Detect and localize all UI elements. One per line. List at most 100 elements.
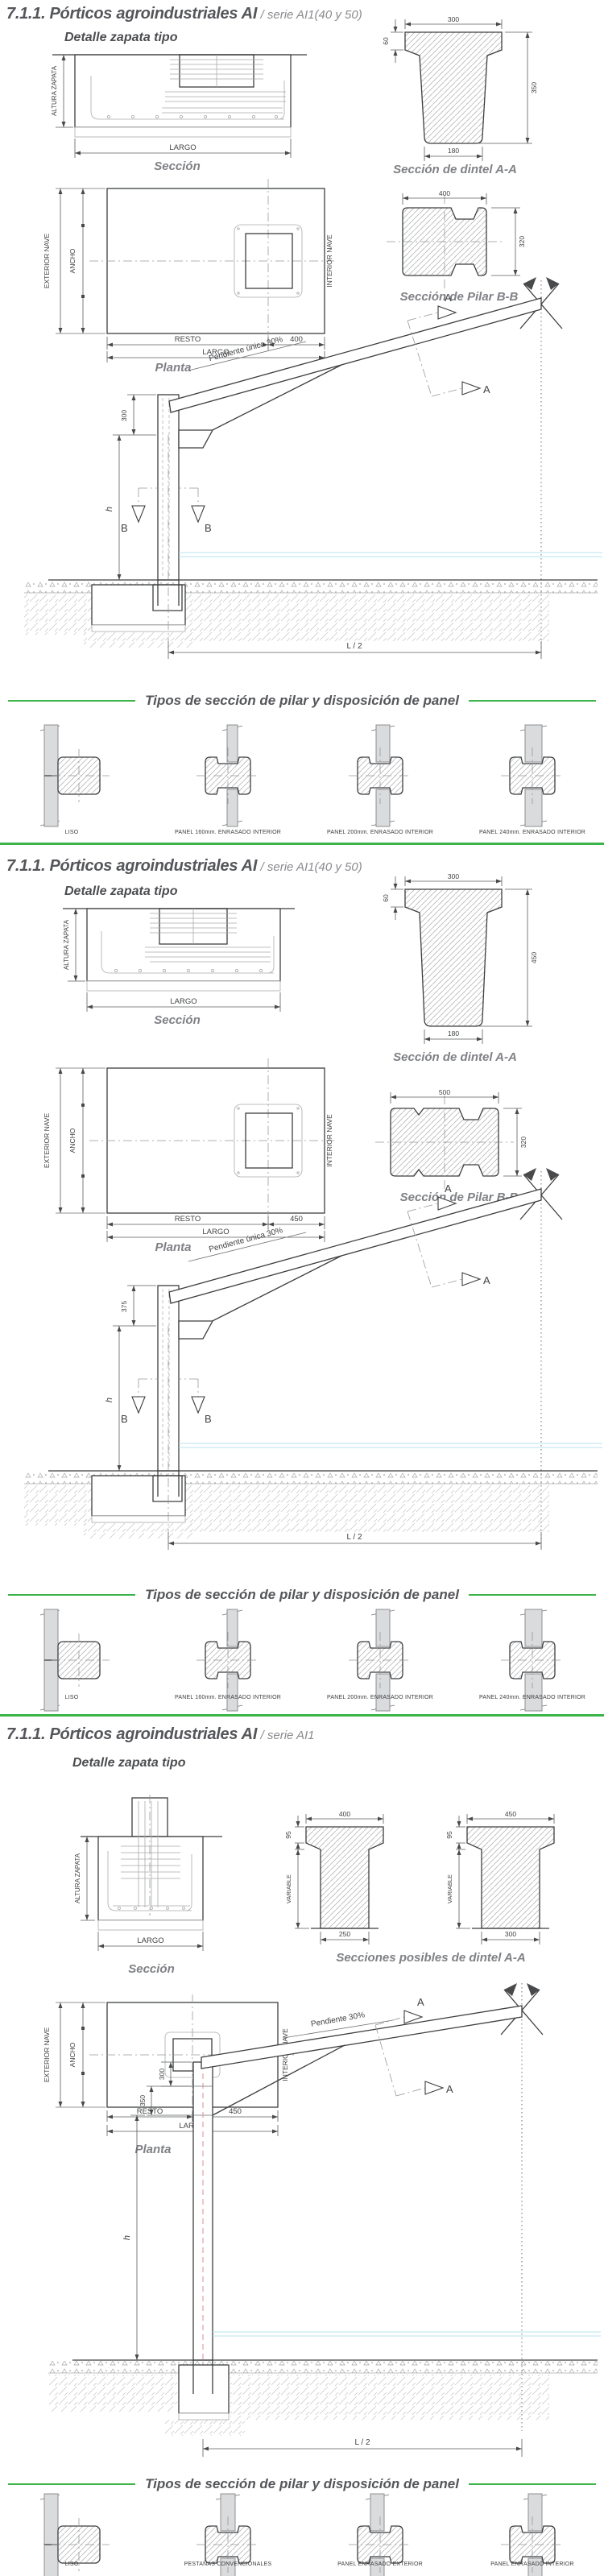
pilar-panel-160: [197, 724, 259, 827]
caption-planta: Planta: [134, 2143, 172, 2156]
dim-variable: VARIABLE: [446, 1874, 453, 1903]
dim-altura-zapata: ALTURA ZAPATA: [63, 919, 70, 970]
dim-altura-zapata: ALTURA ZAPATA: [51, 65, 58, 116]
page-title: 7.1.1. Pórticos agroindustriales AI: [6, 857, 258, 875]
panel-type-label: PANEL ENRASADO INTERIOR: [490, 2562, 574, 2567]
dim-pilar: 450: [229, 2107, 242, 2116]
dim-largo: LARGO: [170, 997, 197, 1006]
label-interior-nave: INTERIOR NAVE: [325, 1114, 333, 1167]
section-block-2: 7.1.1. Pórticos agroindustriales AI / se…: [0, 843, 604, 1714]
pilar-panel-240: [501, 724, 564, 827]
panel-type-label: LISO: [64, 2562, 79, 2567]
dintel-section-drawing: 300 60 450 180: [382, 872, 538, 1044]
dim-top: 400: [339, 1810, 350, 1818]
page-title: 7.1.1. Pórticos agroindustriales AI: [6, 1725, 258, 1743]
section-title: 7.1.1. Pórticos agroindustriales AI / se…: [6, 1725, 315, 1744]
dim-height: 450: [530, 952, 538, 963]
pilar-panel-liso: [39, 2493, 110, 2576]
series-label: / serie AI1: [260, 1729, 315, 1742]
label-exterior-nave: EXTERIOR NAVE: [43, 234, 51, 289]
dim-width: 400: [439, 189, 450, 197]
dim-h: h: [122, 2235, 132, 2240]
pilar-panel-liso: [39, 1609, 110, 1712]
dim-head: 375: [120, 1301, 128, 1312]
green-rule: [8, 2483, 136, 2485]
green-rule: [468, 2483, 597, 2485]
dintel-section-drawing: 300 60 350 180: [382, 15, 538, 161]
zapata-detail-heading: Detalle zapata tipo: [64, 31, 178, 44]
green-separator: [0, 843, 604, 845]
panel-type-label: PANEL 240mm. ENRASADO INTERIOR: [478, 1695, 586, 1700]
dim-h: h: [105, 1398, 114, 1402]
dim-bottom: 180: [448, 1029, 459, 1037]
caption-dintel: Sección de dintel A-A: [393, 1050, 517, 1064]
dim-largo: LARGO: [202, 348, 229, 357]
zapata-section-drawing: ALTURA ZAPATA LARGO: [74, 1795, 222, 1951]
pilar-panel-liso: [39, 724, 110, 827]
label-ancho: ANCHO: [68, 2042, 77, 2067]
dim-head-1: 300: [158, 2069, 166, 2080]
panel-type-label: PESTAÑAS CONVENCIONALES: [184, 2562, 272, 2567]
caption-seccion: Sección: [154, 1013, 201, 1027]
cut-label-a: A: [483, 383, 490, 396]
pilar-panel-200: [349, 1609, 412, 1712]
dintel-sections-drawing: 400 95 VARIABLE 250 450 95 VARIABLE 300: [284, 1810, 555, 1944]
panel-type-label: PANEL 160mm. ENRASADO INTERIOR: [174, 830, 282, 835]
cut-label-b: B: [121, 522, 128, 534]
portal-frame-drawing: Pendiente única 30% A A 300 h B B L / 2: [24, 277, 602, 659]
pilar-section-drawing: 400 320: [387, 189, 526, 288]
dim-variable: VARIABLE: [285, 1874, 292, 1903]
dim-height: 320: [519, 1137, 527, 1148]
dim-span: L / 2: [346, 1533, 362, 1542]
section-title: 7.1.1. Pórticos agroindustriales AI / se…: [6, 857, 362, 876]
dim-height: 350: [530, 82, 538, 93]
section-block-1: 7.1.1. Pórticos agroindustriales AI / se…: [0, 0, 604, 843]
caption-seccion: Sección: [154, 159, 201, 173]
dim-resto: RESTO: [175, 335, 201, 344]
zapata-section-drawing: ALTURA ZAPATA LARGO: [51, 54, 307, 158]
dim-pilar: 450: [290, 1215, 303, 1224]
pilar-panel-enrasado-interior: [501, 2493, 564, 2576]
series-label: / serie AI1(40 y 50): [260, 860, 362, 874]
dim-span: L / 2: [346, 642, 362, 651]
dim-h: h: [105, 507, 114, 511]
cut-label-a: A: [446, 2083, 453, 2095]
caption-seccion: Sección: [128, 1962, 175, 1976]
dim-largo: LARGO: [137, 1936, 163, 1945]
dim-bottom: 300: [505, 1930, 516, 1938]
dim-flange: 95: [445, 1831, 453, 1839]
dim-height: 320: [518, 236, 526, 247]
dim-bottom: 180: [448, 147, 459, 155]
panel-type-label: LISO: [64, 830, 79, 835]
dim-width: 500: [439, 1088, 450, 1096]
dim-resto: RESTO: [137, 2107, 163, 2116]
green-rule: [468, 1594, 597, 1596]
caption-planta: Planta: [155, 361, 192, 375]
pendiente-label: Pendiente única 30%: [208, 335, 283, 363]
pilar-panel-160: [197, 1609, 259, 1712]
panel-type-label: LISO: [64, 1695, 79, 1700]
planta-draw: EXTERIOR NAVE ANCHO INTERIOR NAVE RESTO …: [43, 179, 334, 362]
dim-top: 300: [448, 872, 459, 880]
dim-bottom: 250: [339, 1930, 350, 1938]
pilar-panel-pestanas: [197, 2493, 259, 2576]
pilar-section-drawing: 500 320: [375, 1088, 527, 1189]
cut-label-a: A: [417, 1996, 424, 2008]
dim-resto: RESTO: [175, 1215, 201, 1224]
dim-flange: 95: [284, 1831, 292, 1839]
cut-label-b: B: [205, 522, 212, 534]
dim-top: 450: [505, 1810, 516, 1818]
dim-head-2: 350: [139, 2095, 147, 2106]
green-rule: [8, 700, 136, 702]
series-label: / serie AI1(40 y 50): [260, 8, 362, 22]
cut-label-a: A: [445, 1182, 452, 1195]
label-ancho: ANCHO: [68, 248, 77, 273]
page-title: 7.1.1. Pórticos agroindustriales AI: [6, 5, 258, 23]
cut-label-a: A: [445, 292, 452, 304]
cut-label-b: B: [205, 1413, 212, 1425]
label-ancho: ANCHO: [68, 1128, 77, 1153]
dim-largo: LARGO: [169, 143, 196, 152]
label-interior-nave: INTERIOR NAVE: [325, 234, 333, 288]
dim-top: 300: [448, 15, 459, 23]
